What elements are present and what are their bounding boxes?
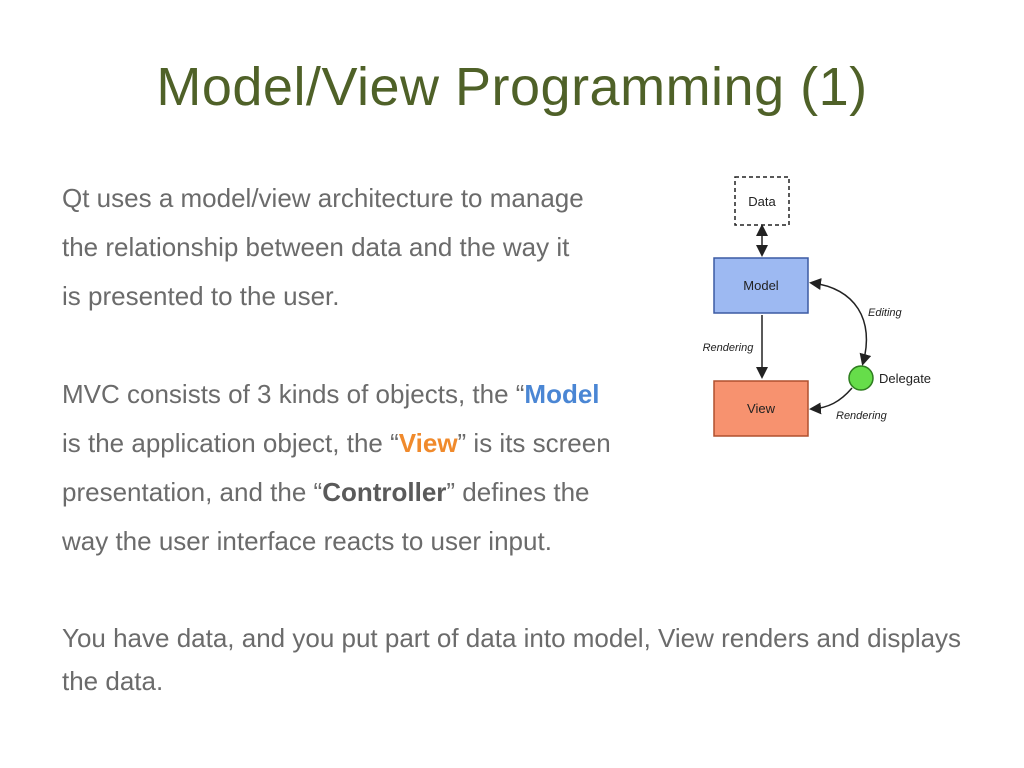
delegate-view-arrow xyxy=(809,387,853,415)
mvc-diagram-svg: Data Model Rendering View Delegate Editi… xyxy=(703,176,931,437)
text-fragment: ” is its screen xyxy=(457,428,611,458)
slide-title: Model/View Programming (1) xyxy=(156,57,868,117)
text-fragment: ” defines the xyxy=(446,477,590,507)
delegate-label: Delegate xyxy=(879,371,931,386)
rendering-right-label: Rendering xyxy=(836,410,888,422)
paragraph-line: presentation, and the “Controller” defin… xyxy=(62,468,742,517)
model-keyword: Model xyxy=(524,379,600,409)
mvc-diagram: Data Model Rendering View Delegate Editi… xyxy=(690,170,945,445)
data-box xyxy=(734,176,790,226)
paragraph-line: is the application object, the “View” is… xyxy=(62,419,742,468)
delegate-circle xyxy=(848,365,874,391)
paragraph-line: MVC consists of 3 kinds of objects, the … xyxy=(62,370,742,419)
model-label: Model xyxy=(743,278,779,293)
data-label: Data xyxy=(748,194,776,209)
paragraph-architecture: Qt uses a model/view architecture to man… xyxy=(62,174,682,321)
paragraph-mvc: MVC consists of 3 kinds of objects, the … xyxy=(62,370,742,566)
view-label: View xyxy=(747,401,776,416)
editing-label: Editing xyxy=(868,307,903,319)
text-fragment: MVC consists of 3 kinds of objects, the … xyxy=(62,379,525,409)
editing-arrow xyxy=(809,278,872,366)
paragraph-line: way the user interface reacts to user in… xyxy=(62,526,552,556)
text-fragment: is the application object, the “ xyxy=(62,428,399,458)
text-fragment: presentation, and the “ xyxy=(62,477,323,507)
model-box xyxy=(713,257,809,314)
paragraph-line: Qt uses a model/view architecture to man… xyxy=(62,183,584,213)
view-box xyxy=(713,380,809,437)
paragraph-line: is presented to the user. xyxy=(62,281,340,311)
view-keyword: View xyxy=(398,428,458,458)
rendering-left-label: Rendering xyxy=(703,342,755,354)
controller-keyword: Controller xyxy=(322,477,447,507)
paragraph-line: the relationship between data and the wa… xyxy=(62,232,570,262)
paragraph-data-flow: You have data, and you put part of data … xyxy=(62,623,962,696)
